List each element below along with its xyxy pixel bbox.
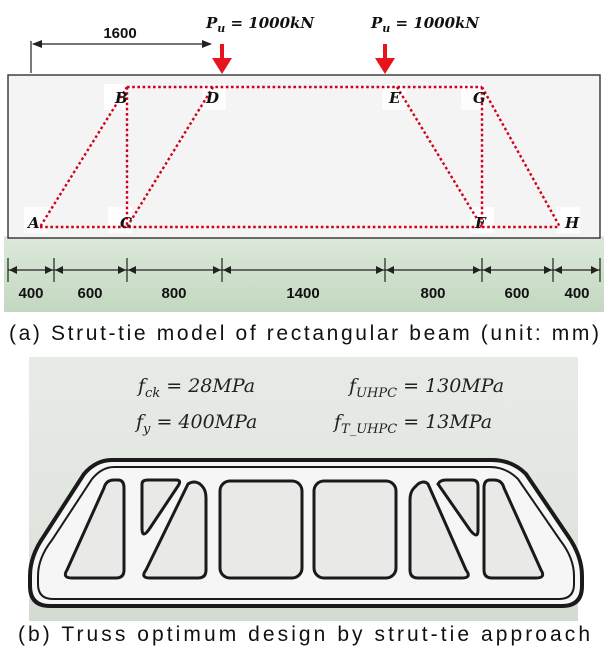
opening-right-inner-triangle bbox=[408, 480, 470, 580]
dim-label-2: 600 bbox=[77, 285, 102, 302]
strut-a-b bbox=[38, 86, 129, 228]
opening-left-triangle bbox=[63, 478, 126, 580]
strut-g-h bbox=[480, 86, 562, 228]
panel-a: 1600 Pu = 1000kN Pu = 1000kN bbox=[4, 14, 604, 345]
load-label-2: Pu = 1000kN bbox=[370, 14, 480, 35]
dim-label-3: 800 bbox=[161, 285, 186, 302]
strut-e-f bbox=[395, 86, 484, 228]
opening-center-right bbox=[312, 479, 398, 580]
strut-tie-members bbox=[38, 85, 562, 229]
dim-label-4: 1400 bbox=[286, 285, 319, 302]
truss-inner-outline bbox=[37, 466, 575, 600]
truss-openings bbox=[63, 478, 545, 580]
opening-right-upper-triangle bbox=[436, 478, 480, 537]
load-label-1: Pu = 1000kN bbox=[205, 14, 315, 35]
ground-band bbox=[4, 236, 604, 312]
dim-label-1: 400 bbox=[18, 285, 43, 302]
opening-right-triangle bbox=[482, 478, 545, 580]
top-dimension: 1600 bbox=[30, 25, 212, 73]
opening-left-inner-triangle bbox=[142, 480, 208, 580]
strut-c-d bbox=[125, 86, 215, 228]
node-label-e: E bbox=[388, 89, 401, 107]
node-label-g: G bbox=[473, 89, 486, 107]
bottom-dimension-chain bbox=[7, 258, 601, 282]
panel-b: fck = 28MPa fUHPC = 130MPa fy = 400MPa f… bbox=[18, 357, 590, 646]
load-arrow-2 bbox=[375, 44, 395, 74]
dim-label-7: 400 bbox=[564, 285, 589, 302]
load-arrow-1 bbox=[212, 44, 232, 74]
dim-label-6: 600 bbox=[504, 285, 529, 302]
prop-fuhpc: fUHPC = 130MPa bbox=[347, 375, 504, 401]
dim-top-label: 1600 bbox=[103, 25, 136, 42]
node-label-a: A bbox=[26, 214, 40, 232]
opening-center-left bbox=[218, 479, 304, 580]
prop-fck: fck = 28MPa bbox=[136, 375, 255, 401]
node-label-f: F bbox=[474, 214, 487, 232]
beam-rectangle bbox=[7, 74, 601, 239]
node-label-h: H bbox=[564, 214, 580, 232]
prop-ft-uhpc: fT_UHPC = 13MPa bbox=[332, 411, 492, 437]
prop-fy: fy = 400MPa bbox=[134, 411, 257, 437]
caption-b: (b) Truss optimum design by strut-tie ap… bbox=[18, 623, 590, 646]
node-label-c: C bbox=[120, 214, 132, 232]
dim-label-5: 800 bbox=[420, 285, 445, 302]
opening-left-upper-triangle bbox=[140, 478, 182, 536]
node-label-b: B bbox=[114, 89, 128, 107]
caption-a: (a) Strut-tie model of rectangular beam … bbox=[9, 322, 599, 345]
node-label-d: D bbox=[205, 89, 219, 107]
